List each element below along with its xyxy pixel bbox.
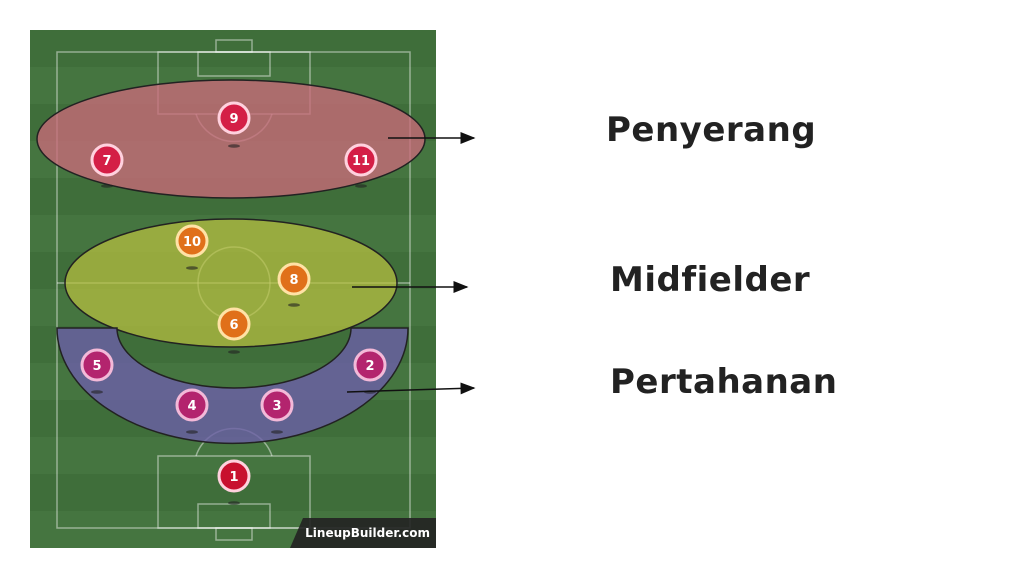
player-11-number: 11 (352, 154, 370, 169)
player-3-number: 3 (272, 399, 281, 414)
player-11-token: 11 (344, 143, 378, 188)
attack-zone (36, 79, 426, 199)
player-4-token: 4 (175, 388, 209, 434)
defense-zone (56, 327, 409, 445)
player-6-token: 6 (217, 307, 251, 354)
player-5-token: 5 (80, 348, 114, 394)
player-7-number: 7 (102, 154, 111, 169)
midfield-zone (64, 218, 398, 348)
player-5-number: 5 (92, 359, 101, 374)
player-7-token: 7 (90, 143, 124, 188)
attack-zone-label: Penyerang (606, 110, 817, 150)
watermark: LineupBuilder.com (290, 518, 436, 548)
watermark-text: LineupBuilder.com (305, 526, 430, 540)
player-1-token: 1 (217, 459, 251, 505)
player-10-token: 10 (175, 224, 209, 270)
defense-arrow (346, 382, 476, 395)
player-3-token: 3 (260, 388, 294, 434)
player-10-number: 10 (183, 235, 201, 250)
player-9-number: 9 (229, 112, 238, 127)
player-6-number: 6 (229, 318, 238, 333)
player-2-token: 2 (353, 348, 387, 394)
player-1-number: 1 (229, 470, 238, 485)
player-4-number: 4 (187, 399, 196, 414)
player-8-number: 8 (289, 273, 298, 288)
player-9-token: 9 (217, 101, 251, 148)
player-8-token: 8 (277, 262, 311, 307)
midfield-zone-label: Midfielder (610, 260, 811, 300)
players: 9 7 11 10 8 6 5 (80, 101, 387, 505)
player-2-number: 2 (365, 359, 374, 374)
defense-zone-label: Pertahanan (610, 362, 838, 402)
